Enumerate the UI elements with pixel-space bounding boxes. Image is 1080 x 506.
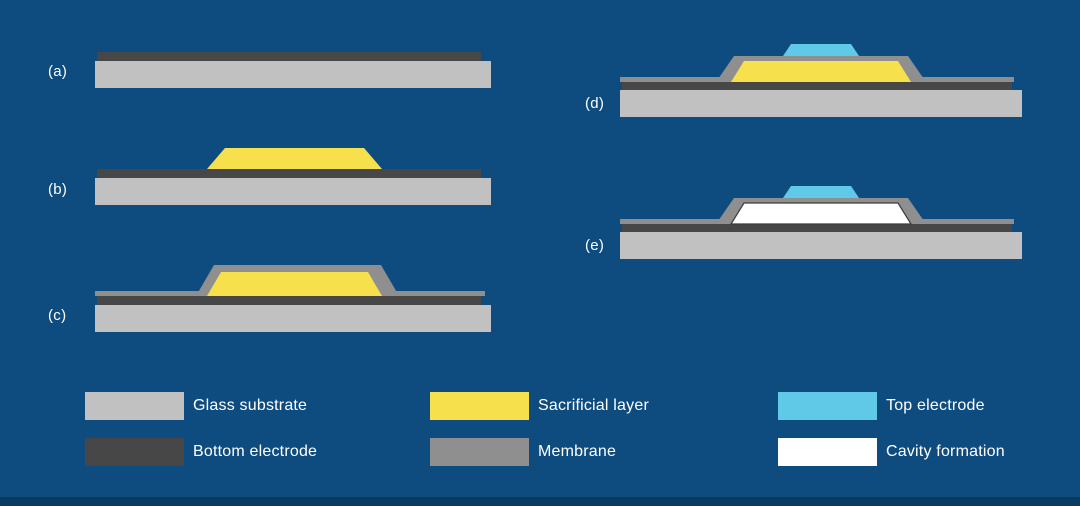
legend-swatch-bottom-electrode bbox=[85, 438, 184, 466]
step-label-c: (c) bbox=[48, 307, 67, 324]
step-label-b: (b) bbox=[48, 181, 68, 198]
legend-swatch-membrane bbox=[430, 438, 529, 466]
footer-bar bbox=[0, 497, 1080, 506]
process-step-d: (d) bbox=[585, 44, 1022, 117]
process-step-e: (e) bbox=[585, 186, 1022, 259]
sacrificial-layer bbox=[207, 272, 382, 296]
legend-item-glass-substrate: Glass substrate bbox=[85, 392, 307, 420]
top-electrode-layer bbox=[783, 44, 859, 56]
sacrificial-layer bbox=[207, 148, 382, 169]
glass-substrate-layer bbox=[95, 61, 491, 88]
device-cross-section-a bbox=[95, 52, 491, 88]
process-step-b: (b) bbox=[48, 148, 491, 205]
glass-substrate-layer bbox=[95, 305, 491, 332]
process-step-c: (c) bbox=[48, 265, 491, 332]
legend-swatch-cavity-formation bbox=[778, 438, 877, 466]
device-cross-section-c bbox=[95, 265, 491, 332]
legend-label-membrane: Membrane bbox=[538, 443, 617, 460]
device-cross-section-b bbox=[95, 148, 491, 205]
step-label-a: (a) bbox=[48, 63, 68, 80]
device-cross-section-e bbox=[620, 186, 1022, 259]
legend-label-bottom-electrode: Bottom electrode bbox=[193, 443, 318, 460]
legend-item-top-electrode: Top electrode bbox=[778, 392, 985, 420]
legend-item-membrane: Membrane bbox=[430, 438, 616, 466]
process-step-a: (a) bbox=[48, 52, 491, 88]
legend-swatch-glass-substrate bbox=[85, 392, 184, 420]
bottom-electrode-layer bbox=[97, 52, 481, 61]
cavity bbox=[729, 202, 913, 225]
sacrificial-layer bbox=[731, 61, 911, 82]
device-cross-section-d bbox=[620, 44, 1022, 117]
glass-substrate-layer bbox=[620, 90, 1022, 117]
legend-label-top-electrode: Top electrode bbox=[886, 397, 985, 414]
legend-label-glass-substrate: Glass substrate bbox=[193, 397, 308, 414]
legend-swatch-top-electrode bbox=[778, 392, 877, 420]
legend-item-sacrificial-layer: Sacrificial layer bbox=[430, 392, 649, 420]
bottom-electrode-layer bbox=[97, 296, 481, 305]
top-electrode-layer bbox=[783, 186, 859, 198]
bottom-electrode-layer bbox=[622, 82, 1012, 90]
glass-substrate-layer bbox=[620, 232, 1022, 259]
bottom-electrode-layer bbox=[97, 169, 481, 178]
legend-label-sacrificial-layer: Sacrificial layer bbox=[538, 397, 649, 414]
legend-item-bottom-electrode: Bottom electrode bbox=[85, 438, 317, 466]
legend-swatch-sacrificial-layer bbox=[430, 392, 529, 420]
legend-label-cavity-formation: Cavity formation bbox=[886, 443, 1005, 460]
step-label-d: (d) bbox=[585, 95, 605, 112]
legend-item-cavity-formation: Cavity formation bbox=[778, 438, 1005, 466]
bottom-electrode-layer bbox=[622, 224, 1012, 232]
step-label-e: (e) bbox=[585, 237, 605, 254]
glass-substrate-layer bbox=[95, 178, 491, 205]
